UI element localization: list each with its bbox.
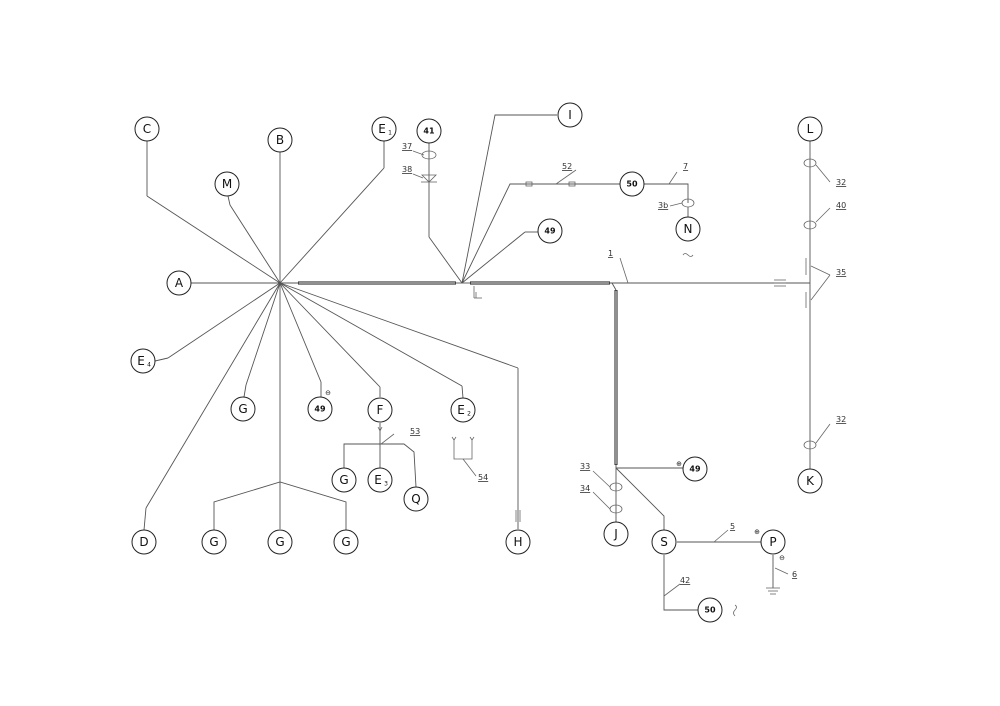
node-C: C [134,116,160,142]
svg-text:C: C [143,122,151,136]
svg-text:P: P [769,535,776,549]
node-L: L [797,116,823,142]
svg-text:E: E [378,122,386,136]
ref-7: 7 [683,162,688,171]
right-branch [803,141,817,469]
node-G-left: G [230,396,256,422]
node-F: F [367,397,393,423]
node-49-plus: 49 [682,456,708,482]
ref-34: 34 [580,484,590,493]
node-G-f: G [331,467,357,493]
svg-text:G: G [275,535,284,549]
node-H: H [505,529,531,555]
svg-text:J: J [613,527,618,541]
vertical-branch [609,282,780,617]
ref-53: 53 [410,427,420,436]
node-J: J [603,521,629,547]
svg-text:G: G [339,473,348,487]
node-49-top: 49 [537,218,563,244]
svg-text:2: 2 [467,411,471,418]
ref-42: 42 [680,576,690,585]
node-D: D [131,529,157,555]
svg-text:N: N [684,222,693,236]
ref-33: 33 [580,462,590,471]
svg-text:A: A [175,276,184,290]
node-M: M [214,171,240,197]
node-N: N [675,216,701,242]
plus-sign-P: ⊕ [754,528,760,536]
svg-text:Q: Q [411,492,420,506]
svg-text:G: G [341,535,350,549]
ref-52: 52 [562,162,572,171]
svg-text:S: S [660,535,668,549]
ref-5: 5 [730,522,735,531]
svg-text:50: 50 [626,180,638,189]
main-bundle [280,279,810,287]
node-G-1: G [201,529,227,555]
node-A: A [166,270,192,296]
leaders [377,150,831,597]
plus-sign-49: ⊕ [676,460,682,468]
svg-text:41: 41 [423,127,435,136]
ref-32-top: 32 [836,178,846,187]
svg-text:I: I [568,108,572,122]
svg-text:K: K [806,474,815,488]
ref-36: 3b [658,201,668,210]
node-B: B [267,127,293,153]
svg-text:L: L [807,122,814,136]
minus-sign-P: ⊖ [779,554,785,562]
svg-text:E: E [457,403,465,417]
node-50-top: 50 [619,171,645,197]
svg-text:G: G [238,402,247,416]
svg-text:1: 1 [388,130,392,137]
ref-38: 38 [402,165,412,174]
svg-text:F: F [377,403,384,417]
ref-32-bottom: 32 [836,415,846,424]
svg-text:3: 3 [384,481,388,488]
svg-text:4: 4 [147,362,151,369]
node-S: S [651,529,677,555]
svg-text:B: B [276,133,284,147]
node-Q: Q [403,486,429,512]
node-K: K [797,468,823,494]
svg-text:D: D [139,535,148,549]
ref-40: 40 [836,201,846,210]
svg-text:H: H [513,535,522,549]
hub-wires [143,141,519,531]
ref-6: 6 [792,570,797,579]
svg-text:G: G [209,535,218,549]
ref-37: 37 [402,142,412,151]
svg-text:49: 49 [314,405,326,414]
node-I: I [557,102,583,128]
junction-branches [421,114,695,299]
node-41: 41 [416,118,442,144]
node-G-3: G [333,529,359,555]
node-50-bottom: 50 [697,597,723,623]
svg-text:49: 49 [544,227,556,236]
svg-text:E: E [137,354,145,368]
node-49-minus: 49 [307,396,333,422]
node-G-2: G [267,529,293,555]
minus-sign-49: ⊖ [325,389,331,397]
ref-1: 1 [608,249,613,258]
ref-35: 35 [836,268,846,277]
svg-text:E: E [374,473,382,487]
ref-54: 54 [478,473,488,482]
node-P: P [760,529,786,555]
svg-text:M: M [222,177,232,191]
svg-text:49: 49 [689,465,701,474]
svg-text:50: 50 [704,606,716,615]
